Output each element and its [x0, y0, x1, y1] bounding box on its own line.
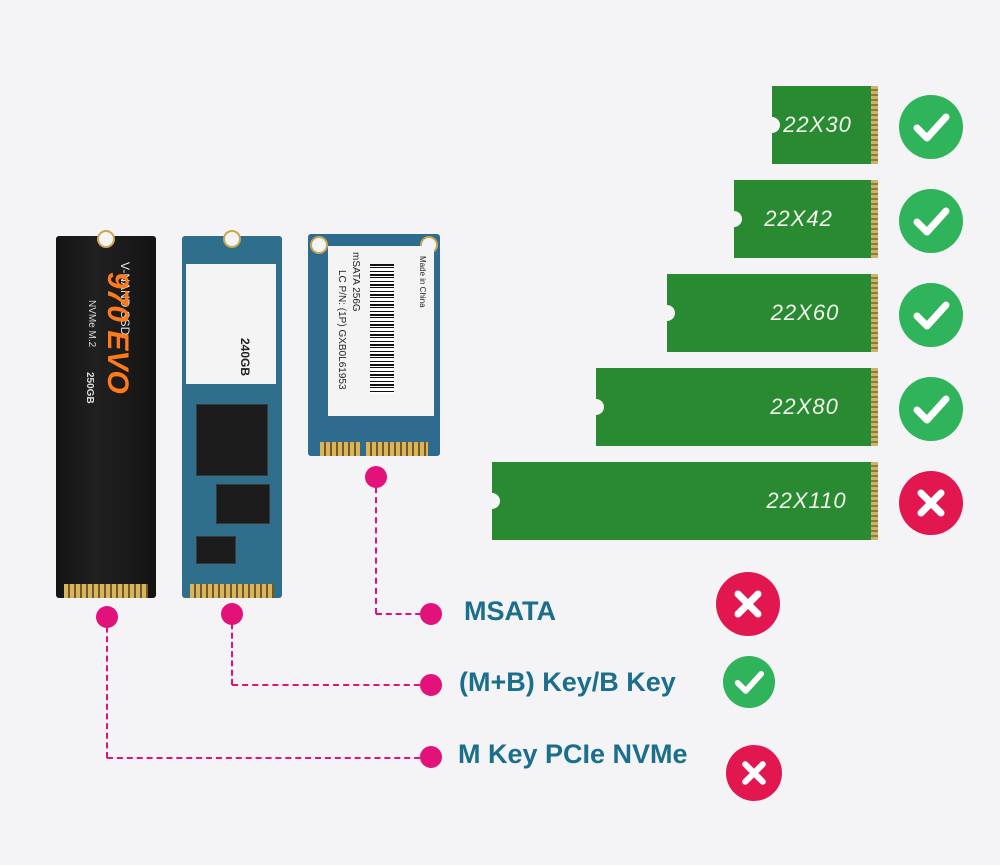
ssd-size-label: 22X60 — [770, 300, 840, 325]
ssd-size-label: 22X42 — [764, 206, 833, 231]
check-icon — [899, 95, 963, 159]
ssd-size-22x80: 22X80 — [588, 368, 878, 446]
nvme-ssd-image — [56, 230, 156, 598]
mb-key-ssd-image — [182, 230, 282, 598]
ssd-size-22x60: 22X60 — [659, 274, 878, 352]
ssd-size-label: 22X110 — [766, 488, 847, 513]
ssd-size-22x110: 22X110 — [484, 462, 878, 540]
interface-label-msata: MSATA — [464, 596, 556, 626]
check-icon — [723, 656, 775, 708]
mb-capacity: 240GB — [238, 338, 252, 377]
check-icon — [899, 189, 963, 253]
msata-line2: mSATA 256G — [350, 252, 361, 312]
check-icon — [899, 283, 963, 347]
cross-icon — [899, 471, 963, 535]
nvme-line1: V-NAND SSD — [118, 262, 132, 336]
connector-dot — [420, 603, 442, 625]
msata-line1: LC P/N: (1P) GXB0L61953 — [336, 270, 347, 390]
nvme-brand: 970 EVO — [101, 272, 134, 394]
nvme-capacity: 250GB — [84, 372, 95, 404]
cross-icon — [716, 572, 780, 636]
interface-label-mb-key: (M+B) Key/B Key — [459, 667, 676, 697]
ssd-size-label: 22X80 — [770, 394, 839, 419]
nvme-line2: NVMe M.2 — [86, 300, 97, 348]
check-icon — [899, 377, 963, 441]
ssd-size-22x42: 22X42 — [726, 180, 878, 258]
barcode — [370, 264, 394, 394]
ssd-size-22x30: 22X30 — [764, 86, 878, 164]
connector-dot — [420, 674, 442, 696]
interface-label-nvme: M Key PCIe NVMe — [458, 739, 688, 769]
msata-line3: Made in China — [418, 256, 427, 308]
ssd-size-label: 22X30 — [783, 112, 852, 137]
connector-dot — [420, 746, 442, 768]
cross-icon — [726, 745, 782, 801]
